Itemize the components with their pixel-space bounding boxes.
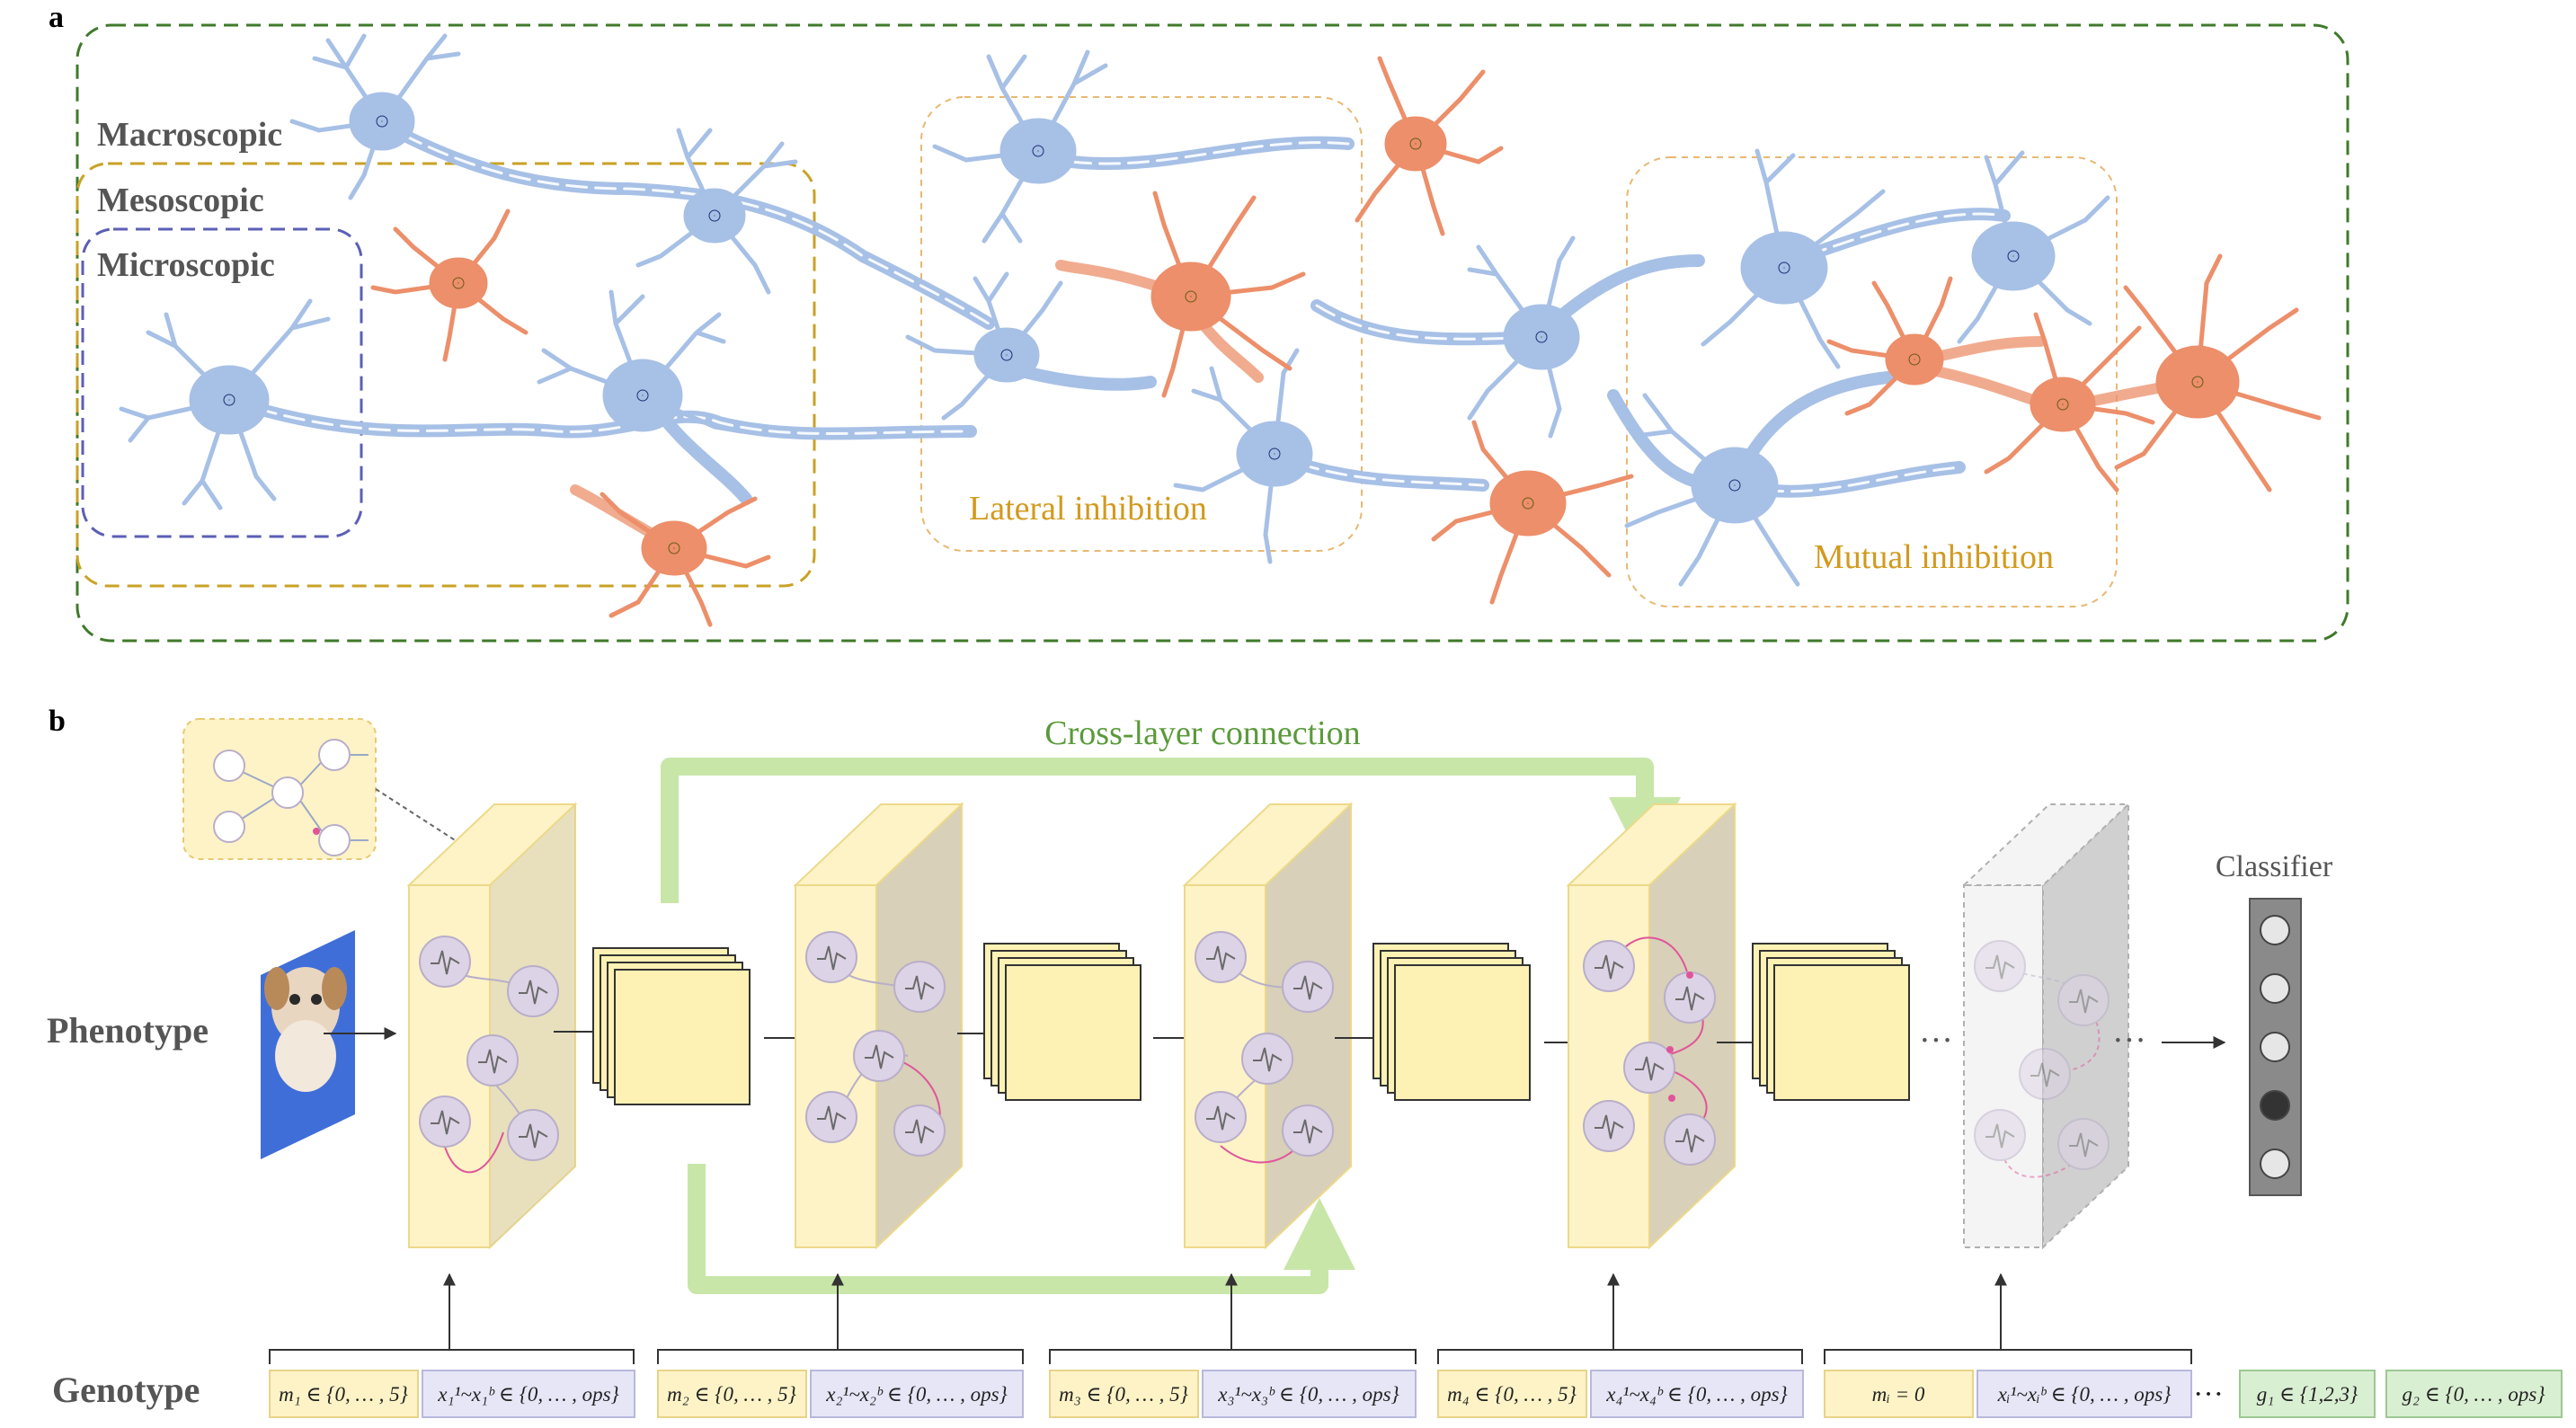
classifier: Classifier [2216, 850, 2333, 1196]
classifier-node [2260, 915, 2290, 945]
layer-2 [793, 802, 1013, 1250]
input-image [261, 930, 397, 1159]
gene-g2: g₂ ∈ {0, … , ops} [2402, 1383, 2545, 1406]
macroscopic-label: Macroscopic [97, 116, 282, 154]
classifier-node-active [2260, 1090, 2290, 1121]
gene-3-m: m₃ ∈ {0, … , 5} [1059, 1383, 1188, 1406]
macroscopic-box [76, 23, 2349, 643]
layer-1 [406, 802, 622, 1250]
orange-neurons [370, 56, 2322, 627]
ellipsis-1: ··· [1919, 1022, 1953, 1060]
classifier-node [2260, 1149, 2290, 1179]
genotype-ellipsis: ··· [2193, 1378, 2224, 1411]
panel-a-label: a [49, 1, 64, 34]
gene-1-m: m₁ ∈ {0, … , 5} [279, 1383, 408, 1406]
classifier-node [2260, 973, 2290, 1004]
panel-b-label: b [49, 705, 66, 738]
gene-4-x: x₄¹~x₄ᵇ ∈ {0, … , ops} [1605, 1383, 1788, 1406]
layer-i-disabled [1961, 802, 2131, 1250]
blue-neurons [119, 33, 2110, 587]
gene-3-x: x₃¹~x₃ᵇ ∈ {0, … , ops} [1217, 1383, 1399, 1406]
gene-3: m₃ ∈ {0, … , 5} x₃¹~x₃ᵇ ∈ {0, … , ops} [1049, 1370, 1417, 1418]
classifier-label: Classifier [2216, 850, 2333, 883]
feature-maps-3 [1372, 943, 1597, 1101]
feature-maps-2 [983, 943, 1206, 1101]
feature-maps-4 [1752, 943, 1910, 1101]
gene-2-x: x₂¹~x₂ᵇ ∈ {0, … , ops} [825, 1383, 1008, 1406]
gene-4: m₄ ∈ {0, … , 5} x₄¹~x₄ᵇ ∈ {0, … , ops} [1437, 1370, 1804, 1418]
layer-4 [1566, 802, 1786, 1250]
gene-i-m: mᵢ = 0 [1872, 1383, 1925, 1406]
mesoscopic-label: Mesoscopic [97, 182, 264, 219]
lateral-inhibition-box [920, 96, 1363, 552]
mutual-inhibition-box [1626, 156, 2118, 608]
phenotype-label: Phenotype [47, 1010, 209, 1051]
mesoscopic-box [76, 162, 816, 588]
gene-global: g₁ ∈ {1,2,3} g₂ ∈ {0, … , ops} [2239, 1370, 2563, 1418]
mutual-inhibition-label: Mutual inhibition [1814, 538, 2054, 576]
microscopic-box [81, 227, 363, 538]
cross-layer-arrows [661, 758, 1681, 1294]
ellipsis-2: ··· [2112, 1022, 2146, 1060]
gene-2: m₂ ∈ {0, … , 5} x₂¹~x₂ᵇ ∈ {0, … , ops} [657, 1370, 1024, 1418]
cell-inset [182, 718, 491, 864]
lateral-inhibition-label: Lateral inhibition [969, 490, 1207, 528]
cross-layer-label: Cross-layer connection [1044, 714, 1360, 752]
gene-1: m₁ ∈ {0, … , 5} x₁¹~x₁ᵇ ∈ {0, … , ops} [269, 1370, 635, 1418]
gene-4-m: m₄ ∈ {0, … , 5} [1447, 1383, 1577, 1406]
gene-g1: g₁ ∈ {1,2,3} [2257, 1383, 2358, 1406]
microscopic-label: Microscopic [97, 246, 275, 284]
genotype-label: Genotype [52, 1370, 200, 1410]
classifier-node [2260, 1032, 2290, 1062]
layer-3 [1182, 802, 1399, 1250]
feature-maps-1 [592, 947, 815, 1105]
gene-1-x: x₁¹~x₁ᵇ ∈ {0, … , ops} [437, 1383, 619, 1406]
genotype-brackets [269, 1273, 2192, 1364]
gene-i-x: xᵢ¹~xᵢᵇ ∈ {0, … , ops} [1997, 1383, 2172, 1406]
gene-2-m: m₂ ∈ {0, … , 5} [667, 1383, 796, 1406]
gene-i: mᵢ = 0 xᵢ¹~xᵢᵇ ∈ {0, … , ops} [1824, 1370, 2192, 1418]
